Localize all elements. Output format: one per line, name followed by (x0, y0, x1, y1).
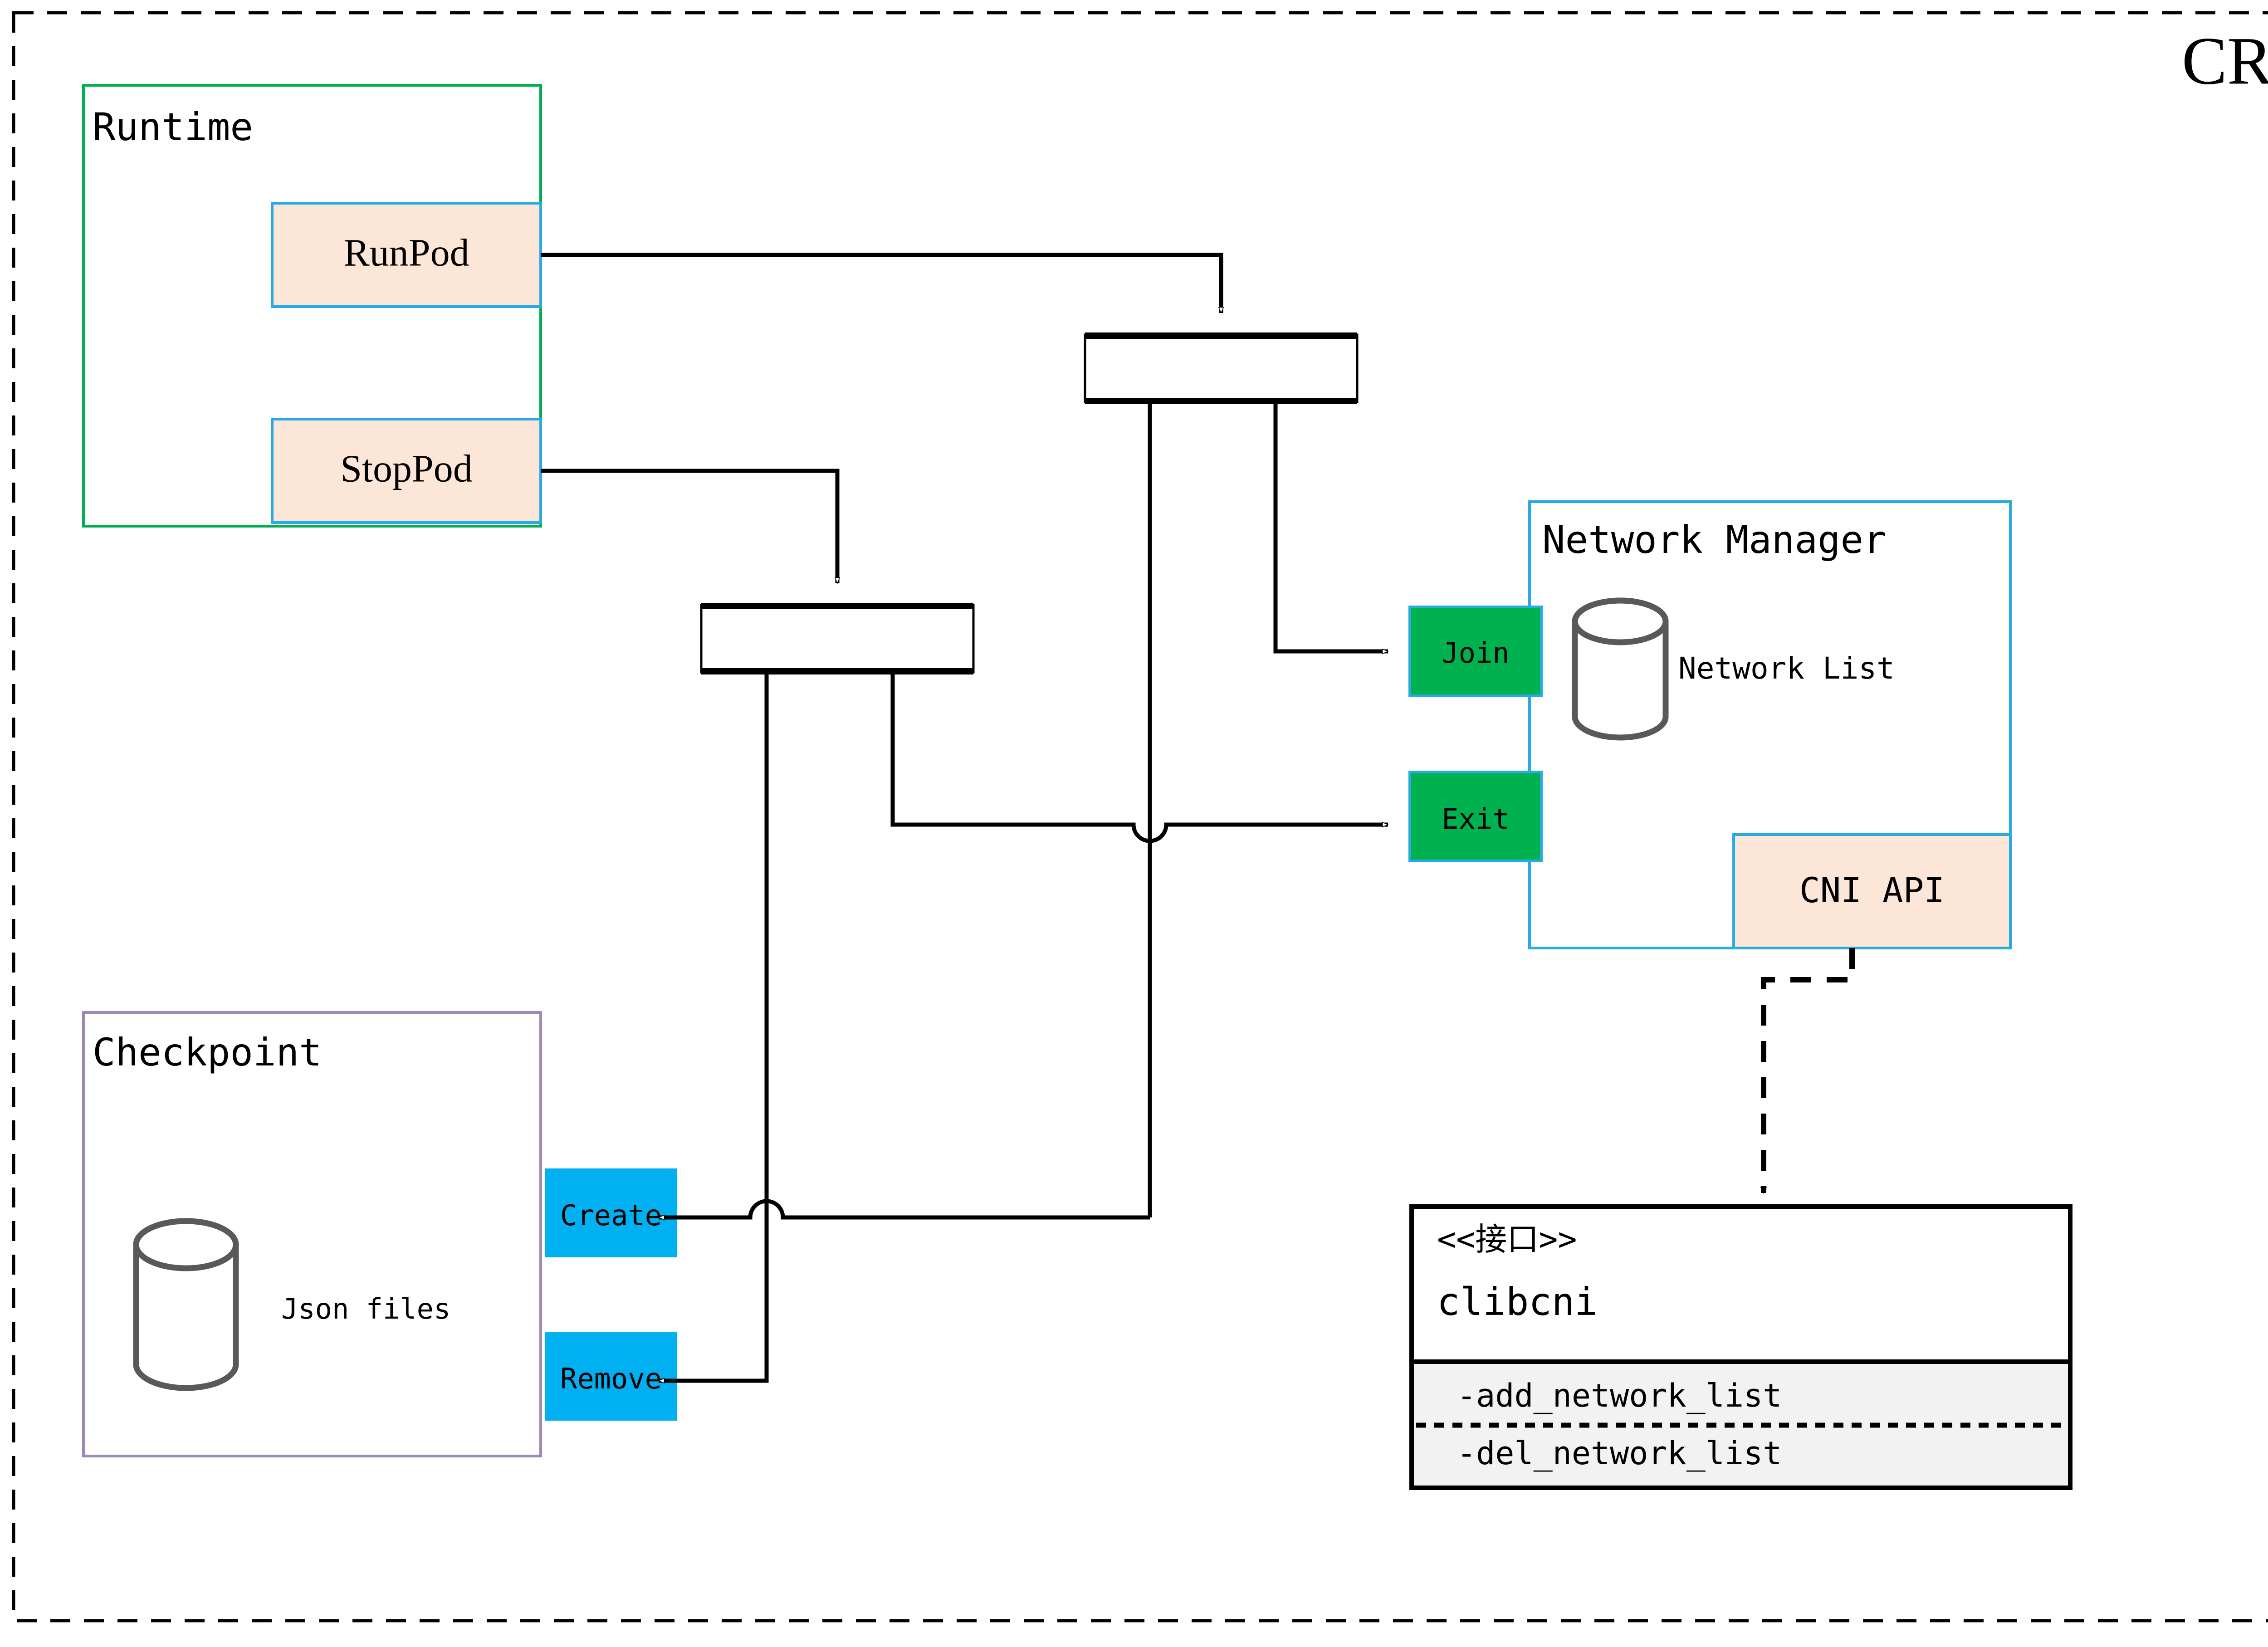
edge-cni-api-to-clibcni (1764, 948, 1855, 1193)
node-join[interactable] (1408, 606, 1543, 697)
group-checkpoint-label: Checkpoint (93, 1030, 322, 1075)
json-files-label: Json files (281, 1292, 450, 1325)
node-cni-api[interactable] (1732, 833, 2012, 949)
node-create[interactable] (545, 1168, 677, 1257)
node-remove[interactable] (545, 1332, 677, 1421)
page-title: CRI (2182, 23, 2268, 98)
interface-method-1: -del_network_list (1457, 1435, 1782, 1472)
network-list-cylinder-icon (1572, 597, 1669, 741)
fork-bar-top-icon (1084, 332, 1359, 404)
interface-name: clibcni (1437, 1280, 1598, 1324)
fork-bar-bottom-icon (700, 603, 975, 674)
interface-clibcni[interactable] (1409, 1204, 2072, 1490)
node-exit-label: Exit (1442, 802, 1509, 836)
edge-runpod-to-fork-top (541, 253, 1221, 313)
interface-method-0: -add_network_list (1457, 1377, 1782, 1414)
node-join-label: Join (1442, 636, 1509, 670)
edge-to-create (659, 1199, 1150, 1217)
group-runtime-label: Runtime (93, 105, 253, 149)
node-create-label: Create (560, 1199, 662, 1232)
outer-dashed-frame (12, 11, 2268, 1623)
network-list-label: Network List (1678, 651, 1895, 686)
edge-stoppod-to-fork-bottom (541, 469, 837, 583)
node-run-pod[interactable] (271, 202, 542, 308)
group-network-manager-label: Network Manager (1542, 518, 1887, 562)
node-run-pod-label: RunPod (343, 231, 469, 274)
json-files-cylinder-icon (133, 1218, 239, 1391)
edge-fork-top-to-join (1273, 402, 1388, 651)
node-stop-pod[interactable] (271, 418, 542, 524)
node-stop-pod-label: StopPod (340, 447, 473, 490)
flow-connectors (541, 253, 1388, 1381)
group-checkpoint (82, 1011, 542, 1457)
node-exit[interactable] (1408, 771, 1543, 862)
node-remove-label: Remove (560, 1362, 662, 1395)
node-cni-api-label: CNI API (1799, 870, 1945, 910)
edge-fork-bottom-to-remove (659, 672, 769, 1381)
edge-fork-bottom-to-exit (890, 672, 1388, 843)
interface-stereotype: <<接口>> (1437, 1221, 1577, 1258)
